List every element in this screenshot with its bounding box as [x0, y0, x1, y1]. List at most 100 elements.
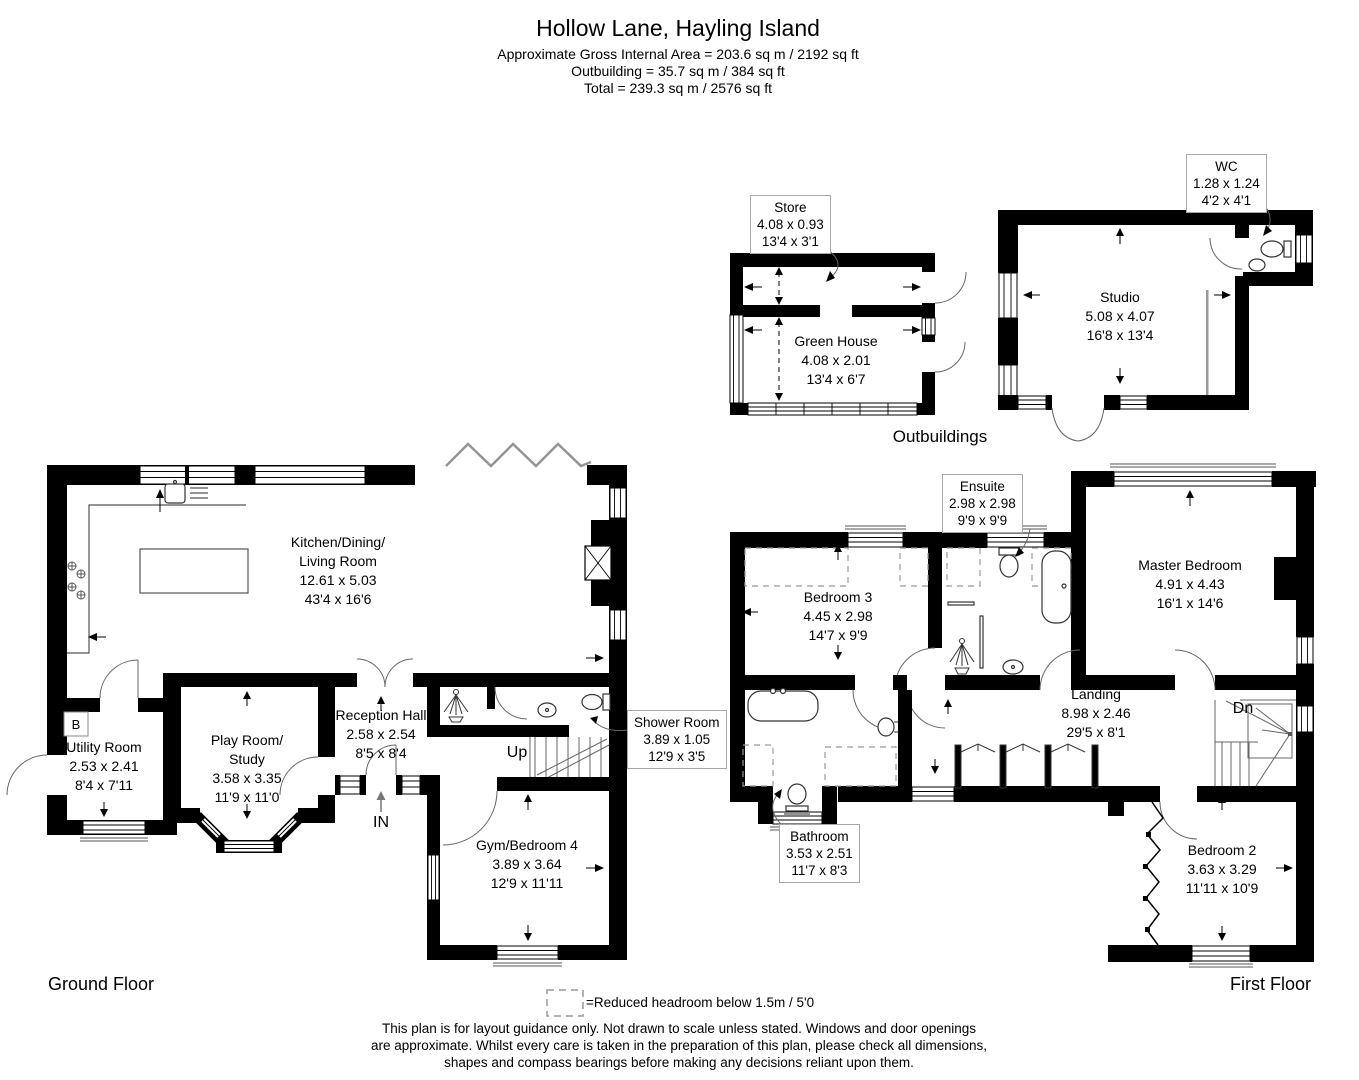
shower-room-walls	[427, 673, 569, 737]
room-dim-metric: 4.08 x 2.01	[801, 352, 871, 368]
hob-icon	[67, 561, 86, 600]
room-label-store: Store 4.08 x 0.93 13'4 x 3'1	[750, 195, 831, 254]
door-arc	[1174, 649, 1216, 691]
stairs-up-label: Up	[506, 744, 528, 761]
window	[139, 465, 366, 485]
room-label-shower-room: Shower Room 3.89 x 1.05 12'9 x 3'5	[627, 710, 727, 769]
room-dim-imperial: 13'4 x 6'7	[806, 371, 866, 387]
room-name: WC	[1215, 159, 1238, 174]
stairs-down	[1214, 699, 1296, 787]
sink-icon	[1002, 659, 1024, 675]
outbuildings-plan	[729, 210, 1313, 442]
door-arc	[365, 744, 397, 776]
window	[911, 786, 955, 802]
wardrobes	[954, 743, 1099, 789]
reduced-headroom-area	[946, 547, 981, 587]
dimension-arrows	[742, 490, 1293, 941]
room-dim-metric: 8.98 x 2.46	[1061, 705, 1131, 721]
room-label-bathroom: Bathroom 3.53 x 2.51 11'7 x 8'3	[779, 824, 860, 883]
reduced-headroom-area	[742, 744, 774, 787]
sink-icon	[877, 717, 898, 737]
window	[1189, 945, 1253, 968]
studio-walls	[998, 210, 1313, 410]
shower-icon	[443, 689, 469, 723]
room-dim-imperial: 12'9 x 3'5	[648, 749, 706, 764]
callout-leaders	[590, 202, 1272, 827]
room-dim-imperial: 11'9 x 11'0	[214, 789, 280, 805]
room-dim-imperial: 4'2 x 4'1	[1201, 193, 1252, 208]
toilet-icon	[1260, 240, 1292, 258]
room-dim-metric: 4.45 x 2.98	[803, 608, 873, 624]
disclaimer-line: are approximate. Whilst every care is ta…	[370, 1038, 988, 1053]
towel-rail	[979, 615, 984, 669]
room-dim-imperial: 9'9 x 9'9	[957, 513, 1008, 528]
greenhouse-walls	[729, 253, 936, 416]
room-dim-imperial: 8'4 x 7'11	[74, 777, 134, 793]
room-label-studio: Studio 5.08 x 4.07 16'8 x 13'4	[1085, 288, 1154, 345]
window	[1110, 463, 1314, 665]
reduced-headroom-area	[744, 547, 849, 587]
ground-floor-title: Ground Floor	[48, 974, 155, 994]
gym-walls	[427, 777, 627, 967]
boiler-label: B	[71, 717, 81, 732]
room-dim-metric: 3.63 x 3.29	[1187, 861, 1257, 877]
room-name: Bedroom 2	[1187, 842, 1257, 858]
room-name: Shower Room	[634, 715, 720, 730]
room-dim-metric: 2.53 x 2.41	[69, 758, 139, 774]
room-dim-metric: 3.89 x 1.05	[643, 732, 711, 747]
room-dim-metric: 3.53 x 2.51	[786, 846, 853, 861]
room-dim-metric: 5.08 x 4.07	[1085, 308, 1155, 324]
room-dim-imperial: 11'11 x 10'9	[1185, 880, 1259, 896]
stairs-down-label: Dn	[1232, 700, 1254, 717]
window	[1296, 705, 1314, 733]
disclaimer-line: This plan is for layout guidance only. N…	[381, 1021, 977, 1036]
room-dim-metric: 1.28 x 1.24	[1193, 176, 1260, 191]
room-name: Kitchen/Dining/	[290, 534, 386, 550]
room-dim-imperial: 12'9 x 11'11	[490, 875, 564, 891]
kitchen-sink-unit	[164, 479, 208, 504]
door-arc	[99, 659, 139, 699]
room-dim-imperial: 14'7 x 9'9	[808, 627, 868, 643]
room-dim-metric: 3.89 x 3.64	[492, 856, 562, 872]
stairs-up	[529, 737, 610, 780]
room-label-greenhouse: Green House 4.08 x 2.01 13'4 x 6'7	[794, 332, 877, 389]
dimension-arrows	[744, 267, 921, 401]
room-dim-imperial: 8'5 x 8'4	[355, 745, 407, 761]
gross-area-line: Approximate Gross Internal Area = 203.6 …	[497, 46, 859, 62]
room-label-playroom: Play Room/ Study 3.58 x 3.35 11'9 x 11'0	[211, 731, 283, 807]
boiler-box	[63, 711, 89, 737]
outbuilding-area-line: Outbuilding = 35.7 sq m / 384 sq ft	[571, 63, 785, 79]
room-label-wc: WC 1.28 x 1.24 4'2 x 4'1	[1186, 154, 1267, 213]
room-name: Play Room/	[210, 732, 284, 748]
kitchen-island	[139, 548, 249, 594]
bath-icon	[1041, 550, 1072, 624]
room-dim-metric: 12.61 x 5.03	[299, 572, 377, 588]
door-arc	[442, 790, 498, 846]
room-dim-metric: 4.08 x 0.93	[757, 217, 824, 232]
entrance-arrow	[376, 791, 386, 812]
sloped-wall-zigzag	[1145, 801, 1164, 946]
play-room-walls	[163, 673, 335, 823]
first-floor-title: First Floor	[1230, 974, 1311, 994]
room-name: Reception Hall	[335, 707, 427, 723]
room-dim-imperial: 16'1 x 14'6	[1156, 595, 1224, 611]
door-arc	[934, 341, 966, 373]
room-name: Utility Room	[66, 739, 142, 755]
ground-floor-plan	[6, 442, 627, 967]
room-name: Store	[774, 200, 807, 215]
page-title: Hollow Lane, Hayling Island	[536, 15, 820, 41]
room-dim-imperial: 13'4 x 3'1	[761, 234, 819, 249]
bath-icon	[747, 687, 819, 722]
room-label-reception: Reception Hall 2.58 x 2.54 8'5 x 8'4	[335, 706, 426, 763]
room-dim-metric: 3.58 x 3.35	[212, 770, 282, 786]
window	[609, 487, 627, 641]
door-arc	[906, 689, 946, 729]
door-arc	[1039, 649, 1081, 691]
window	[845, 525, 1047, 548]
room-dim-metric: 4.91 x 4.43	[1155, 576, 1225, 592]
reduced-headroom-area	[824, 746, 897, 787]
room-name: Green House	[794, 333, 878, 349]
room-name: Landing	[1071, 686, 1121, 702]
room-label-gym: Gym/Bedroom 4 3.89 x 3.64 12'9 x 11'11	[476, 836, 578, 893]
